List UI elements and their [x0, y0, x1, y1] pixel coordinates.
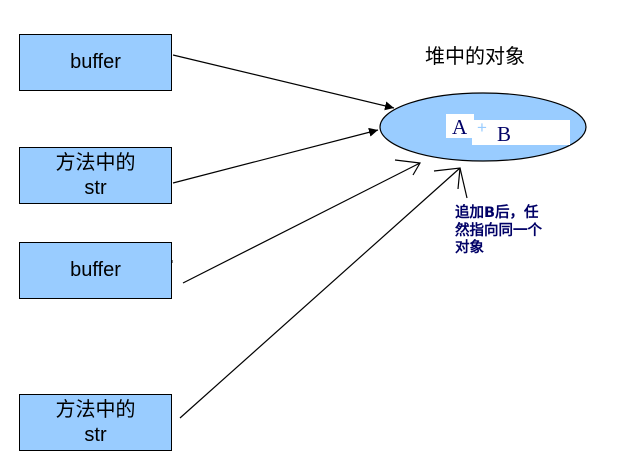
letter-a: A [452, 115, 468, 139]
note-pointer [459, 167, 468, 199]
ab-background [446, 114, 474, 138]
ab-background-2 [472, 120, 570, 145]
buffer-box-1-label: buffer [70, 51, 121, 73]
str-box-1-label: 方法中的 str [55, 151, 136, 199]
arrow-buffer-2 [182, 162, 421, 284]
letter-b: B [497, 122, 512, 146]
arrow-str-2 [179, 167, 461, 419]
str-box-1: 方法中的 str [19, 147, 172, 204]
arrow-str-1 [172, 127, 379, 184]
str-box-2-label: 方法中的 str [55, 398, 136, 446]
plus-sign: + [477, 118, 487, 137]
str-box-2: 方法中的 str [19, 394, 172, 451]
buffer-box-1: buffer [19, 34, 172, 91]
buffer-box-2: buffer [19, 242, 172, 299]
arrow-buffer-1 [172, 54, 395, 111]
note-text: 追加B后，任然指向同一个对象 [455, 205, 542, 256]
buffer-box-2-label: buffer [70, 259, 121, 281]
heap-object-title: 堆中的对象 [425, 44, 525, 68]
arrowhead-buffer-2 [394, 159, 421, 176]
